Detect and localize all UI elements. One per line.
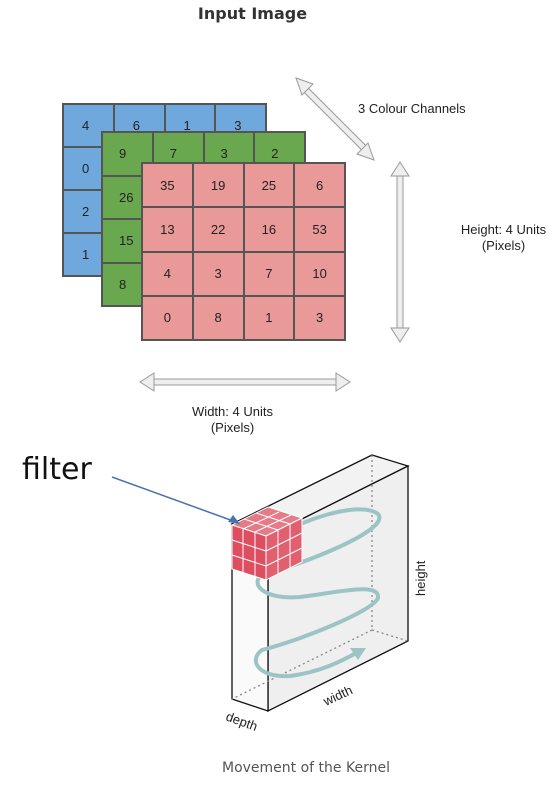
filter-cube (230, 506, 304, 581)
height-units-line1: Height: 4 Units (460, 222, 547, 237)
red-channel-cell: 0 (142, 295, 193, 340)
width-units-line2: (Pixels) (210, 420, 255, 435)
width-units-label: Width: 4 Units (Pixels) (170, 404, 295, 436)
red-channel-cell: 19 (192, 163, 244, 208)
red-channel-cell: 10 (294, 251, 345, 296)
red-channel-cell: 13 (142, 207, 193, 252)
input-volume (230, 454, 410, 713)
width-axis-label: width (320, 682, 355, 709)
red-channel-cell: 3 (294, 295, 345, 340)
width-units-line1: Width: 4 Units (192, 404, 273, 419)
red-channel-cell: 7 (243, 251, 295, 296)
red-channel-cell: 4 (142, 251, 193, 296)
depth-axis-label: depth (224, 709, 260, 734)
width-arrow (139, 372, 351, 392)
kernel-path (253, 507, 382, 679)
channels-arrow (295, 77, 375, 161)
diagram-title: Input Image (197, 4, 308, 23)
height-units-line2: (Pixels) (481, 238, 526, 253)
channels-label: 3 Colour Channels (358, 101, 466, 116)
filter-label: filter (22, 452, 92, 487)
red-channel-cell: 22 (192, 207, 244, 252)
dimension-arrows (139, 77, 410, 392)
kernel-caption: Movement of the Kernel (222, 760, 390, 776)
filter-pointer (111, 476, 240, 524)
red-channel-cell: 35 (142, 163, 193, 208)
height-axis-label: height (413, 560, 428, 596)
red-channel-cell: 1 (243, 295, 295, 340)
red-channel-cell: 8 (192, 295, 244, 340)
red-channel-cell: 53 (294, 207, 345, 252)
red-channel-cell: 6 (294, 163, 345, 208)
red-channel-cell: 25 (243, 163, 295, 208)
height-units-label: Height: 4 Units (Pixels) (452, 222, 555, 254)
red-channel-cell: 3 (192, 251, 244, 296)
height-arrow (390, 161, 410, 343)
red-channel-cell: 16 (243, 207, 295, 252)
